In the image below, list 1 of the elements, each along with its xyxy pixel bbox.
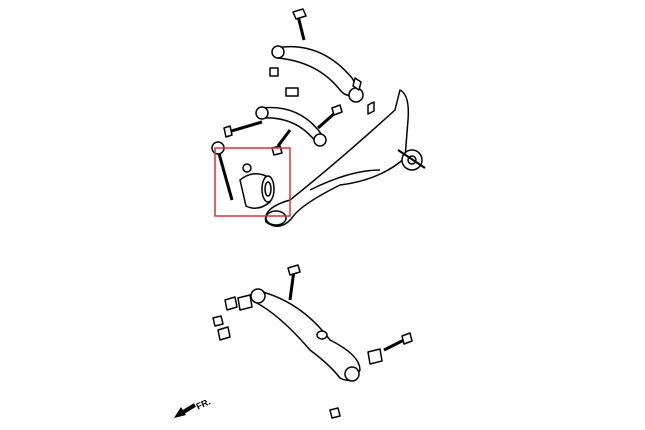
direction-label: FR. xyxy=(194,396,212,412)
